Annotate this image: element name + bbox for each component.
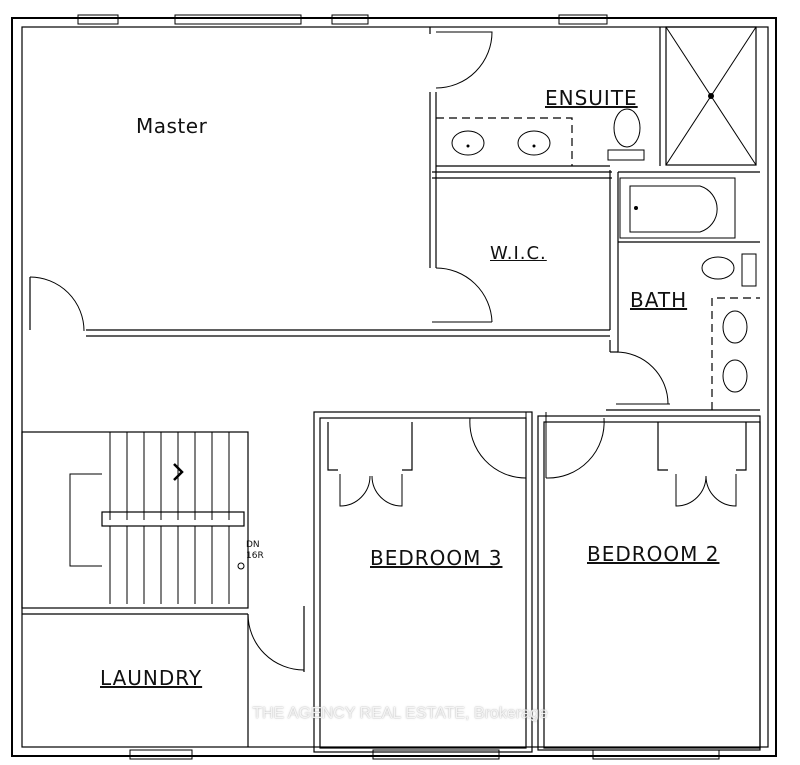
master-walls <box>86 27 612 337</box>
bath-walls-fixtures <box>606 171 760 411</box>
ensuite-fixtures <box>451 26 757 166</box>
room-label-bedroom2: BEDROOM 2 <box>587 542 720 566</box>
room-label-master: Master <box>136 114 208 138</box>
room-label-bath: BATH <box>630 288 688 312</box>
exterior-walls <box>11 17 777 757</box>
room-label-wic: W.I.C. <box>490 243 547 264</box>
bedroom-walls <box>313 411 761 753</box>
laundry-walls <box>22 606 305 747</box>
room-label-ensuite: ENSUITE <box>545 86 638 110</box>
stairs-risers-label: 16R <box>246 551 264 561</box>
corridor-door <box>29 276 85 332</box>
stairs <box>21 431 249 609</box>
room-label-bedroom3: BEDROOM 3 <box>370 546 503 570</box>
room-label-laundry: LAUNDRY <box>100 666 203 690</box>
stairs-direction-label: DN <box>246 540 260 550</box>
